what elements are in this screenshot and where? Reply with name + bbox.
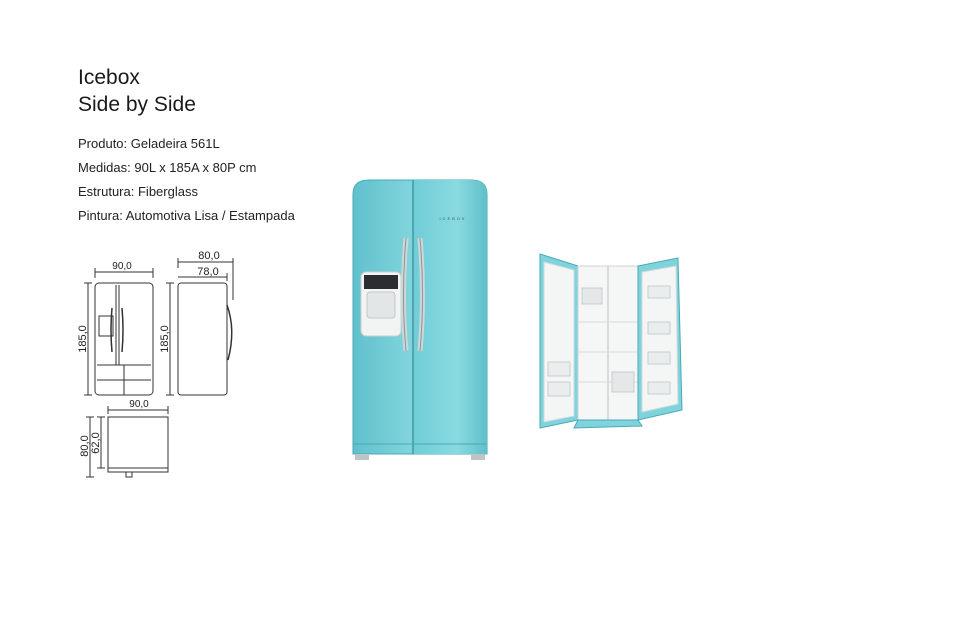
spec-medidas: Medidas: 90L x 185A x 80P cm <box>78 156 295 180</box>
spec-label: Medidas: <box>78 160 131 175</box>
spec-value: Automotiva Lisa / Estampada <box>125 208 295 223</box>
spec-pintura: Pintura: Automotiva Lisa / Estampada <box>78 204 295 228</box>
side-depth-total-label: 80,0 <box>198 250 219 262</box>
spec-label: Estrutura: <box>78 184 135 199</box>
front-height-label: 185,0 <box>77 325 89 353</box>
side-height-label: 185,0 <box>159 325 171 353</box>
side-depth-body-label: 78,0 <box>197 266 218 278</box>
top-depth-body-label: 62,0 <box>90 432 102 453</box>
spec-value: Geladeira 561L <box>130 136 220 151</box>
front-view-drawing <box>84 268 154 396</box>
product-title: Icebox Side by Side <box>78 64 196 118</box>
title-line-2: Side by Side <box>78 93 196 116</box>
spec-produto: Produto: Geladeira 561L <box>78 132 295 156</box>
spec-value: 90L x 185A x 80P cm <box>134 160 257 175</box>
top-view-drawing <box>86 406 169 478</box>
spec-value: Fiberglass <box>137 184 198 199</box>
fridge-closed-image: ICEBOX <box>352 179 488 460</box>
spec-list: Produto: Geladeira 561L Medidas: 90L x 1… <box>78 132 295 228</box>
fridge-open-image <box>539 253 683 429</box>
spec-label: Produto: <box>78 136 128 151</box>
side-view-drawing <box>166 258 234 396</box>
top-depth-total-label: 80,0 <box>79 435 91 456</box>
front-width-label: 90,0 <box>112 261 132 272</box>
spec-label: Pintura: <box>78 208 123 223</box>
top-width-label: 90,0 <box>129 399 149 410</box>
fridge-brand-mark: ICEBOX <box>439 216 466 221</box>
title-line-1: Icebox <box>78 66 140 89</box>
spec-estrutura: Estrutura: Fiberglass <box>78 180 295 204</box>
